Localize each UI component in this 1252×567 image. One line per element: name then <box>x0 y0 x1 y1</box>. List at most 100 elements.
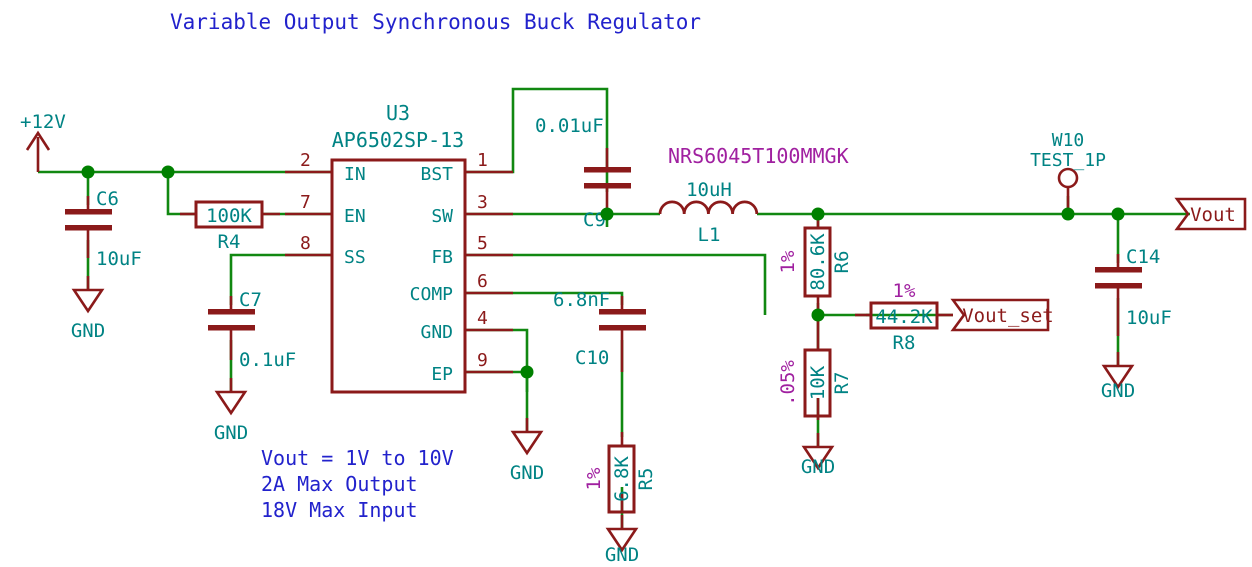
gnd-symbol-ep[interactable]: GND <box>510 430 544 484</box>
c10-value: 6.8nF <box>553 289 610 311</box>
resistor-r4[interactable]: 100K R4 <box>194 200 264 253</box>
ic-pin-name-fb: FB <box>431 247 453 268</box>
gnd-symbol-c7[interactable]: GND <box>214 390 248 444</box>
design-notes: Vout = 1V to 10V 2A Max Output 18V Max I… <box>261 446 454 522</box>
r8-tolerance: 1% <box>893 280 916 302</box>
testpoint-reference: W10 <box>1052 130 1085 151</box>
ic-body-outline <box>330 158 467 394</box>
r4-body <box>194 200 264 229</box>
r4-value: 100K <box>206 205 252 227</box>
c14-plate-top <box>1095 267 1142 273</box>
ic-pin-number-7: 7 <box>300 192 311 213</box>
gnd-triangle-icon <box>605 527 639 553</box>
r8-reference: R8 <box>893 332 916 354</box>
gnd-symbol-c6[interactable]: GND <box>71 288 105 342</box>
r8-body <box>869 301 939 330</box>
ic-pin-number-8: 8 <box>300 233 311 254</box>
gnd-triangle-icon <box>71 288 105 314</box>
gnd-label: GND <box>1101 380 1135 402</box>
gnd-triangle-icon <box>801 445 835 471</box>
r5-reference: R5 <box>635 468 657 491</box>
capacitor-c6[interactable]: C6 10uF <box>65 188 142 270</box>
capacitor-c10[interactable]: 6.8nF C10 <box>553 289 646 369</box>
gnd-triangle-icon <box>214 390 248 416</box>
r6-value: 80.6K <box>807 233 829 291</box>
capacitor-c9[interactable]: 0.01uF C9 <box>535 115 631 231</box>
wire-r4-left <box>166 172 196 216</box>
gnd-symbol-c14[interactable]: GND <box>1101 364 1135 402</box>
resistor-r7[interactable]: 10K R7 .05% <box>777 348 853 418</box>
junction-dot <box>1111 207 1125 221</box>
gnd-label: GND <box>510 462 544 484</box>
note-line: 18V Max Input <box>261 498 418 522</box>
c7-reference: C7 <box>239 289 262 311</box>
gnd-label: GND <box>605 544 639 566</box>
l1-value: 10uH <box>686 179 732 201</box>
junction-dot <box>81 165 95 179</box>
gnd-label: GND <box>214 422 248 444</box>
c10-plate-top <box>599 309 646 315</box>
resistor-r5[interactable]: 6.8K R5 1% <box>583 444 657 514</box>
c9-value: 0.01uF <box>535 115 604 137</box>
capacitor-c7[interactable]: C7 0.1uF <box>208 289 296 371</box>
r7-reference: R7 <box>831 372 853 395</box>
gnd-symbol-r7[interactable]: GND <box>801 445 835 478</box>
wire-gnd-pin <box>465 328 529 392</box>
ic-pin-name-sw: SW <box>431 206 453 227</box>
c7-plate-bottom <box>208 325 255 331</box>
junction-dot <box>1061 207 1075 221</box>
c6-value: 10uF <box>96 248 142 270</box>
c9-plate-top <box>584 167 631 173</box>
c6-plate-bottom <box>65 225 112 231</box>
capacitor-c14[interactable]: C14 10uF <box>1095 246 1172 329</box>
r4-reference: R4 <box>218 231 241 253</box>
r7-body <box>803 348 832 418</box>
ic-reference: U3 <box>386 101 410 125</box>
voutset-label-text: Vout_set <box>962 305 1054 327</box>
ic-pin-name-in: IN <box>344 164 366 185</box>
r6-body <box>803 226 832 298</box>
vout-label-text: Vout <box>1190 204 1236 226</box>
inductor-l1[interactable]: 10uH L1 NRS6045T100MMGK <box>658 144 849 246</box>
testpoint-circle-icon <box>1057 167 1079 189</box>
c7-value: 0.1uF <box>239 349 296 371</box>
wire-fb <box>465 253 767 315</box>
ic-part-number: AP6502SP-13 <box>332 128 464 152</box>
c14-value: 10uF <box>1126 307 1172 329</box>
r6-tolerance: 1% <box>777 250 799 273</box>
note-line: Vout = 1V to 10V <box>261 446 454 470</box>
junction-dot <box>811 308 825 322</box>
hierarchical-label-voutset[interactable]: Vout_set <box>950 298 1054 332</box>
ic-pin-name-bst: BST <box>420 164 453 185</box>
gnd-symbol-r5[interactable]: GND <box>605 527 639 566</box>
r5-body <box>607 444 636 514</box>
ic-pin-number-2: 2 <box>300 150 311 171</box>
junction-dot <box>520 365 534 379</box>
ic-pin-number-6: 6 <box>477 271 488 292</box>
c9-plate-bottom <box>584 183 631 189</box>
c10-plate-bottom <box>599 325 646 331</box>
l1-reference: L1 <box>698 224 721 246</box>
gnd-triangle-icon <box>1101 364 1135 390</box>
ic-pin-name-ep: EP <box>431 364 453 385</box>
ic-pin-number-9: 9 <box>477 350 488 371</box>
r7-tolerance: .05% <box>777 360 799 406</box>
pin-layer <box>86 148 1120 529</box>
resistor-r8[interactable]: 44.2K R8 1% <box>869 280 939 354</box>
ic-pin-name-comp: COMP <box>410 284 454 305</box>
resistor-r6[interactable]: 80.6K R6 1% <box>777 226 853 298</box>
ic-pin-number-5: 5 <box>477 233 488 254</box>
ic-u3[interactable]: U3 AP6502SP-13 IN EN SS BST SW FB COMP G… <box>300 101 488 394</box>
hierarchical-label-vout[interactable]: Vout <box>1174 197 1247 231</box>
junction-dot <box>600 207 614 221</box>
r5-value: 6.8K <box>611 456 633 502</box>
r6-reference: R6 <box>831 251 853 274</box>
junction-layer <box>81 165 1125 379</box>
testpoint-w10[interactable]: W10 TEST_1P <box>1030 130 1106 189</box>
gnd-symbols: GND GND GND GND GND GND <box>71 288 1135 566</box>
gnd-label: GND <box>71 320 105 342</box>
ic-pin-number-4: 4 <box>477 308 488 329</box>
power-symbol-vin[interactable]: +12V <box>20 111 66 172</box>
